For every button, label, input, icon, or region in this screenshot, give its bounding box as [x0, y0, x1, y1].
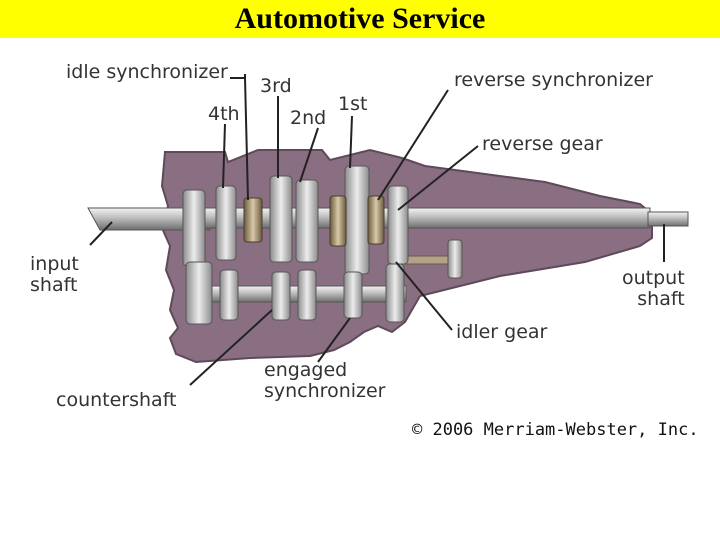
transmission-illustration	[87, 74, 689, 386]
label-2nd: 2nd	[290, 107, 327, 129]
label-input-shaft-line1: input	[30, 253, 79, 275]
label-4th: 4th	[208, 103, 240, 125]
label-output-shaft: output shaft	[622, 268, 685, 310]
label-3rd: 3rd	[260, 75, 292, 97]
copyright-notice: © 2006 Merriam-Webster, Inc.	[412, 420, 699, 440]
label-input-shaft-line2: shaft	[30, 274, 78, 296]
label-output-shaft-line1: output	[622, 267, 685, 289]
synchronizers	[243, 195, 385, 247]
leader-lines	[89, 74, 665, 386]
label-output-shaft-line2: shaft	[637, 288, 685, 310]
label-1st: 1st	[338, 93, 368, 115]
mainshaft-gears	[182, 165, 409, 275]
page-title: Automotive Service	[234, 2, 486, 35]
label-reverse-synchronizer: reverse synchronizer	[454, 69, 653, 91]
countershaft-gears	[185, 261, 405, 325]
label-input-shaft: input shaft	[30, 254, 79, 296]
label-idler-gear: idler gear	[456, 321, 548, 343]
idler-gear-shape	[447, 239, 463, 279]
title-bar: Automotive Service	[0, 0, 720, 38]
output-shaft-stub	[647, 211, 689, 227]
input-shaft	[87, 207, 211, 231]
label-engaged-synchronizer-line1: engaged	[264, 359, 348, 381]
label-engaged-synchronizer-line2: synchronizer	[264, 380, 386, 402]
label-engaged-synchronizer: engaged synchronizer	[264, 360, 386, 402]
label-countershaft: countershaft	[56, 389, 177, 411]
label-reverse-gear: reverse gear	[482, 133, 603, 155]
transmission-diagram: idle synchronizer 3rd 4th 2nd 1st revers…	[0, 38, 720, 540]
label-idle-synchronizer: idle synchronizer	[66, 61, 228, 83]
